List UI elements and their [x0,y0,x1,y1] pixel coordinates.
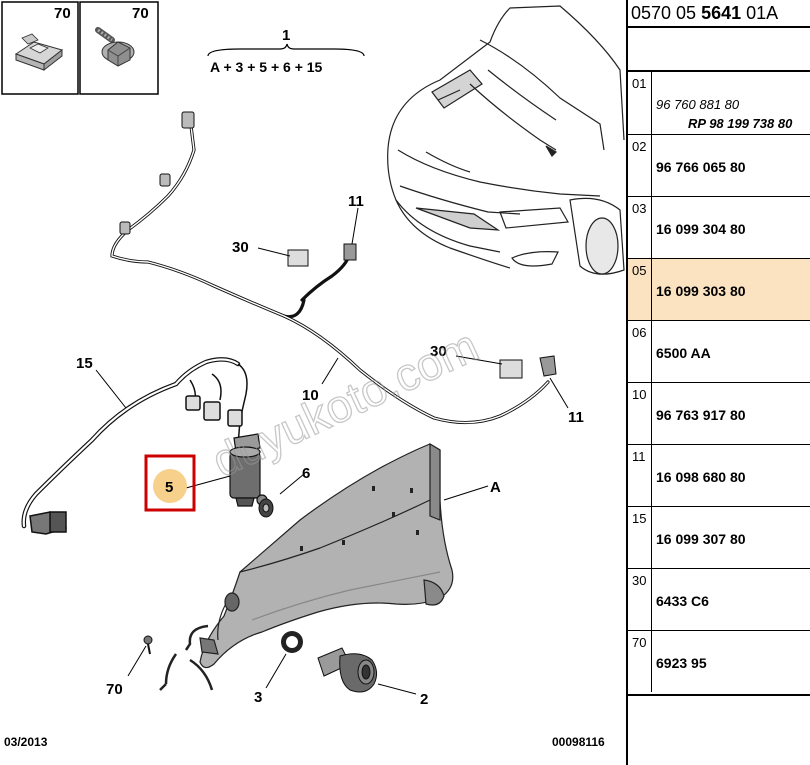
washer-pump-5[interactable] [229,433,268,507]
parts-row-number: 6433 C6 [656,593,709,609]
reference-blank-row [626,28,810,70]
assembly-formula-text: A + 3 + 5 + 6 + 15 [210,59,323,75]
fastener-box-bolt[interactable]: 70 [79,1,159,95]
assembly-label: 1 [282,27,290,44]
callout-11-upper: 11 [348,193,364,210]
callout-10: 10 [302,387,319,404]
parts-row-position: 70 [628,631,652,692]
reference-header: 0570 05 5641 01A [626,0,810,28]
parts-row-position: 11 [628,445,652,506]
parts-row-01[interactable]: 01 96 760 881 80 RP 98 199 738 80 [628,72,810,134]
ref-suffix: 01A [746,3,779,23]
callout-6: 6 [302,465,310,482]
diagram-date: 03/2013 [4,735,48,749]
parts-row-position: 03 [628,197,652,258]
washer-reservoir-A[interactable] [159,442,454,691]
callout-30-lower: 30 [430,343,447,360]
callout-70: 70 [106,681,123,698]
harness-connectors [119,111,557,379]
parts-row-position: 02 [628,135,652,196]
retaining-clip-70[interactable] [143,635,153,655]
pump-grommet-6[interactable] [258,498,274,518]
ref-bold: 5641 [701,3,742,23]
wiring-harness-10-inner [111,117,549,424]
callout-30-upper: 30 [232,239,249,256]
parts-row-number: 96 760 881 80 [656,97,740,112]
parts-row-position: 10 [628,383,652,444]
parts-row-number: 96 763 917 80 [656,407,746,423]
level-sensor-2[interactable] [317,647,378,693]
drawing-number: 00098116 [552,735,605,749]
parts-row-position: 30 [628,569,652,630]
callout-A: A [490,479,501,496]
watermark: duyukoto.com [204,319,486,487]
parts-row-number: 16 099 303 80 [656,283,746,299]
fastener-box-bolt-label: 70 [132,5,149,22]
clip-nut-icon [14,33,64,72]
parts-row-position: 05 [628,259,652,320]
car-front-illustration [387,5,625,275]
parts-row-number: 6923 95 [656,655,707,671]
parts-row-number: 16 098 680 80 [656,469,746,485]
washer-hose-15-inner [22,358,240,528]
level-sensor-seal-3[interactable] [281,631,303,653]
parts-row-position: 06 [628,321,652,382]
parts-row-number: 6500 AA [656,345,711,361]
parts-row-replacement-number: RP 98 199 738 80 [688,116,793,131]
flange-bolt-icon [95,27,135,67]
assembly-formula: 1 A + 3 + 5 + 6 + 15 [207,27,365,75]
parts-diagram: 70 70 1 A + 3 + 5 + 6 + 15 [1,1,625,749]
parts-row-number: 16 099 304 80 [656,221,746,237]
fastener-box-clip-label: 70 [54,5,71,22]
callout-5-highlight[interactable]: 5 [144,454,196,512]
hose-15-branch [29,363,248,535]
parts-panel: 0570 05 5641 01A 01 96 760 881 80 RP 98 19… [626,0,810,765]
callout-leaders [95,207,569,695]
callout-3: 3 [254,689,262,706]
callout-5: 5 [165,479,173,496]
callout-11-lower: 11 [568,409,584,426]
callout-2: 2 [420,691,428,708]
fastener-box-clip[interactable]: 70 [1,1,79,95]
parts-row-number: 96 766 065 80 [656,159,746,175]
parts-row-position: 15 [628,507,652,568]
callout-15: 15 [76,355,93,372]
ref-prefix: 0570 05 [631,3,697,23]
parts-row-number: 16 099 307 80 [656,531,746,547]
parts-row-position: 01 [628,72,652,134]
panel-divider [626,696,628,765]
